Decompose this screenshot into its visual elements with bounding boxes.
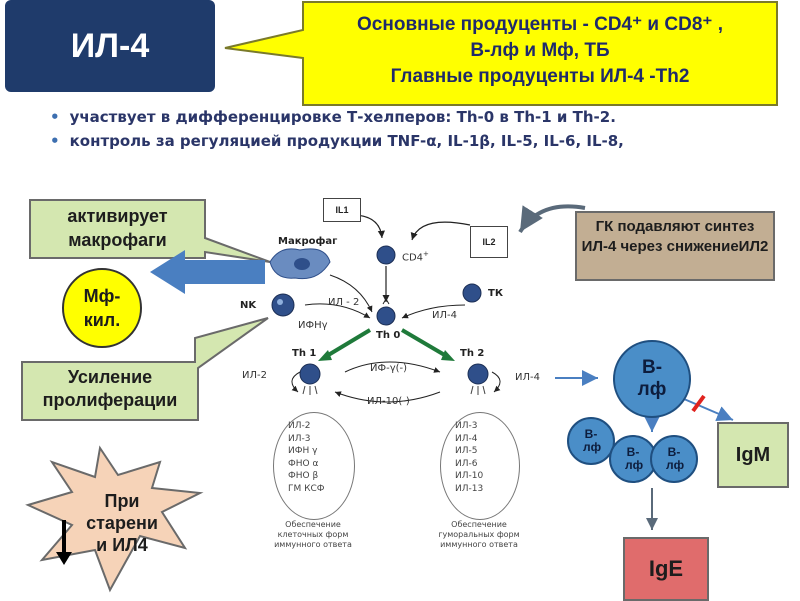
cd4-label: CD4+ (402, 250, 429, 264)
bullet-item: • контроль за регуляцией продукции TNF-α,… (50, 132, 790, 156)
proliferation-callout: Усиление пролиферации (42, 367, 178, 410)
mf-kil-circle: Мф-кил. (62, 268, 142, 348)
ifn-inhibit-label: ИФ-γ(-) (370, 363, 408, 374)
list-item: ИЛ-3 (288, 433, 311, 444)
th1-products-list: ИЛ-2 ИЛ-3 ИФН γ ФНО α ФНО β ГМ КСФ (288, 420, 348, 495)
il4-autocrine-label: ИЛ-4 (515, 372, 540, 383)
aging-label: При старени и ИЛ4 (86, 491, 158, 555)
bullet-text: участвует в дифференцировке Т-хелперов: … (69, 108, 616, 126)
ifn-gamma-label: ИФНγ (298, 320, 328, 331)
th2-label: Th 2 (460, 348, 485, 359)
th0-label: Th 0 (376, 330, 401, 341)
nk-cell (271, 293, 295, 317)
th1-products-ellipse (273, 412, 355, 520)
th2-products-ellipse (440, 412, 520, 520)
th2-cell (467, 363, 489, 395)
b-cell-label: В-лф (625, 445, 644, 472)
proliferation-callout-shape (21, 317, 269, 421)
igm-box: IgM (717, 422, 789, 488)
list-item: ИЛ-3 (455, 421, 478, 431)
list-item: ИЛ-4 (455, 433, 478, 444)
bullet-item: • участвует в дифференцировке Т-хелперов:… (50, 108, 790, 132)
th1-cell (299, 363, 321, 395)
activates-macrophages-callout: активирует макрофаги (67, 206, 168, 250)
arrow-th2-icon (441, 350, 455, 361)
macrophage-cell (269, 248, 331, 280)
list-item: ФНО α (288, 458, 319, 469)
bullet-list: • участвует в дифференцировке Т-хелперов:… (50, 108, 790, 156)
il2-arrow-label: ИЛ - 2 (328, 297, 360, 308)
bullet-icon: • (50, 108, 60, 126)
down-arrow-icon (56, 552, 72, 565)
il2-box: IL2 (470, 226, 508, 258)
list-item: ИФН γ (288, 446, 318, 456)
b-cell-main: В-лф (613, 340, 691, 418)
list-item: ИЛ-2 (288, 421, 311, 431)
il1-box: IL1 (323, 198, 361, 222)
b-cell-small-3: В-лф (650, 435, 698, 483)
cd4-cell (376, 245, 396, 265)
producers-line-3: Главные продуценты ИЛ-4 -Th2 (390, 66, 690, 87)
inhibitor-mark (691, 394, 706, 413)
th2-caption: Обеспечение гуморальных форм иммунного о… (438, 520, 520, 549)
b-cell-small-1: В-лф (567, 417, 615, 465)
macrophage-label: Макрофаг (278, 236, 338, 247)
b-cell-small-2: В-лф (609, 435, 657, 483)
arrow-th1-icon (318, 350, 332, 361)
il10-inhibit-label: ИЛ-10(-) (367, 396, 410, 407)
list-item: ИЛ-5 (455, 446, 478, 456)
big-arrow-left-icon (150, 250, 265, 294)
ige-box: IgE (623, 537, 709, 601)
tk-label: ТК (488, 288, 503, 299)
list-item: ИЛ-6 (455, 458, 478, 469)
il4-arrow-label: ИЛ-4 (432, 310, 457, 321)
b-cell-label: В-лф (666, 445, 685, 472)
b-cell-main-label: В-лф (637, 357, 667, 400)
list-item: ФНО β (288, 471, 319, 481)
mf-kil-label: Мф-кил. (83, 286, 121, 330)
activates-callout-shape (29, 199, 271, 263)
aging-star-shape (25, 445, 204, 593)
th1-caption: Обеспечение клеточных форм иммунного отв… (274, 520, 352, 549)
list-item: ГМ КСФ (288, 483, 325, 494)
gk-callout: ГК подавляют синтез ИЛ-4 через снижениеИ… (575, 211, 775, 281)
producers-line-2: В-лф и Мф, ТБ (470, 40, 610, 61)
tk-cell (462, 283, 482, 303)
th2-products-list: ИЛ-3 ИЛ-4 ИЛ-5 ИЛ-6 ИЛ-10 ИЛ-13 (455, 420, 515, 495)
bullet-icon: • (50, 132, 60, 150)
bullet-text: контроль за регуляцией продукции TNF-α, … (69, 132, 624, 150)
b-cell-label: В-лф (583, 427, 602, 454)
nk-label: NK (240, 300, 257, 311)
th0-cell (376, 298, 396, 326)
list-item: ИЛ-13 (455, 483, 484, 494)
list-item: ИЛ-10 (455, 471, 484, 481)
th1-label: Th 1 (292, 348, 317, 359)
producers-line-1: Основные продуценты - CD4⁺ и CD8⁺ , (357, 14, 723, 35)
page-title: ИЛ-4 (5, 0, 215, 92)
il2-autocrine-label: ИЛ-2 (242, 370, 267, 381)
producers-callout: Основные продуценты - CD4⁺ и CD8⁺ , В-лф… (215, 0, 780, 110)
